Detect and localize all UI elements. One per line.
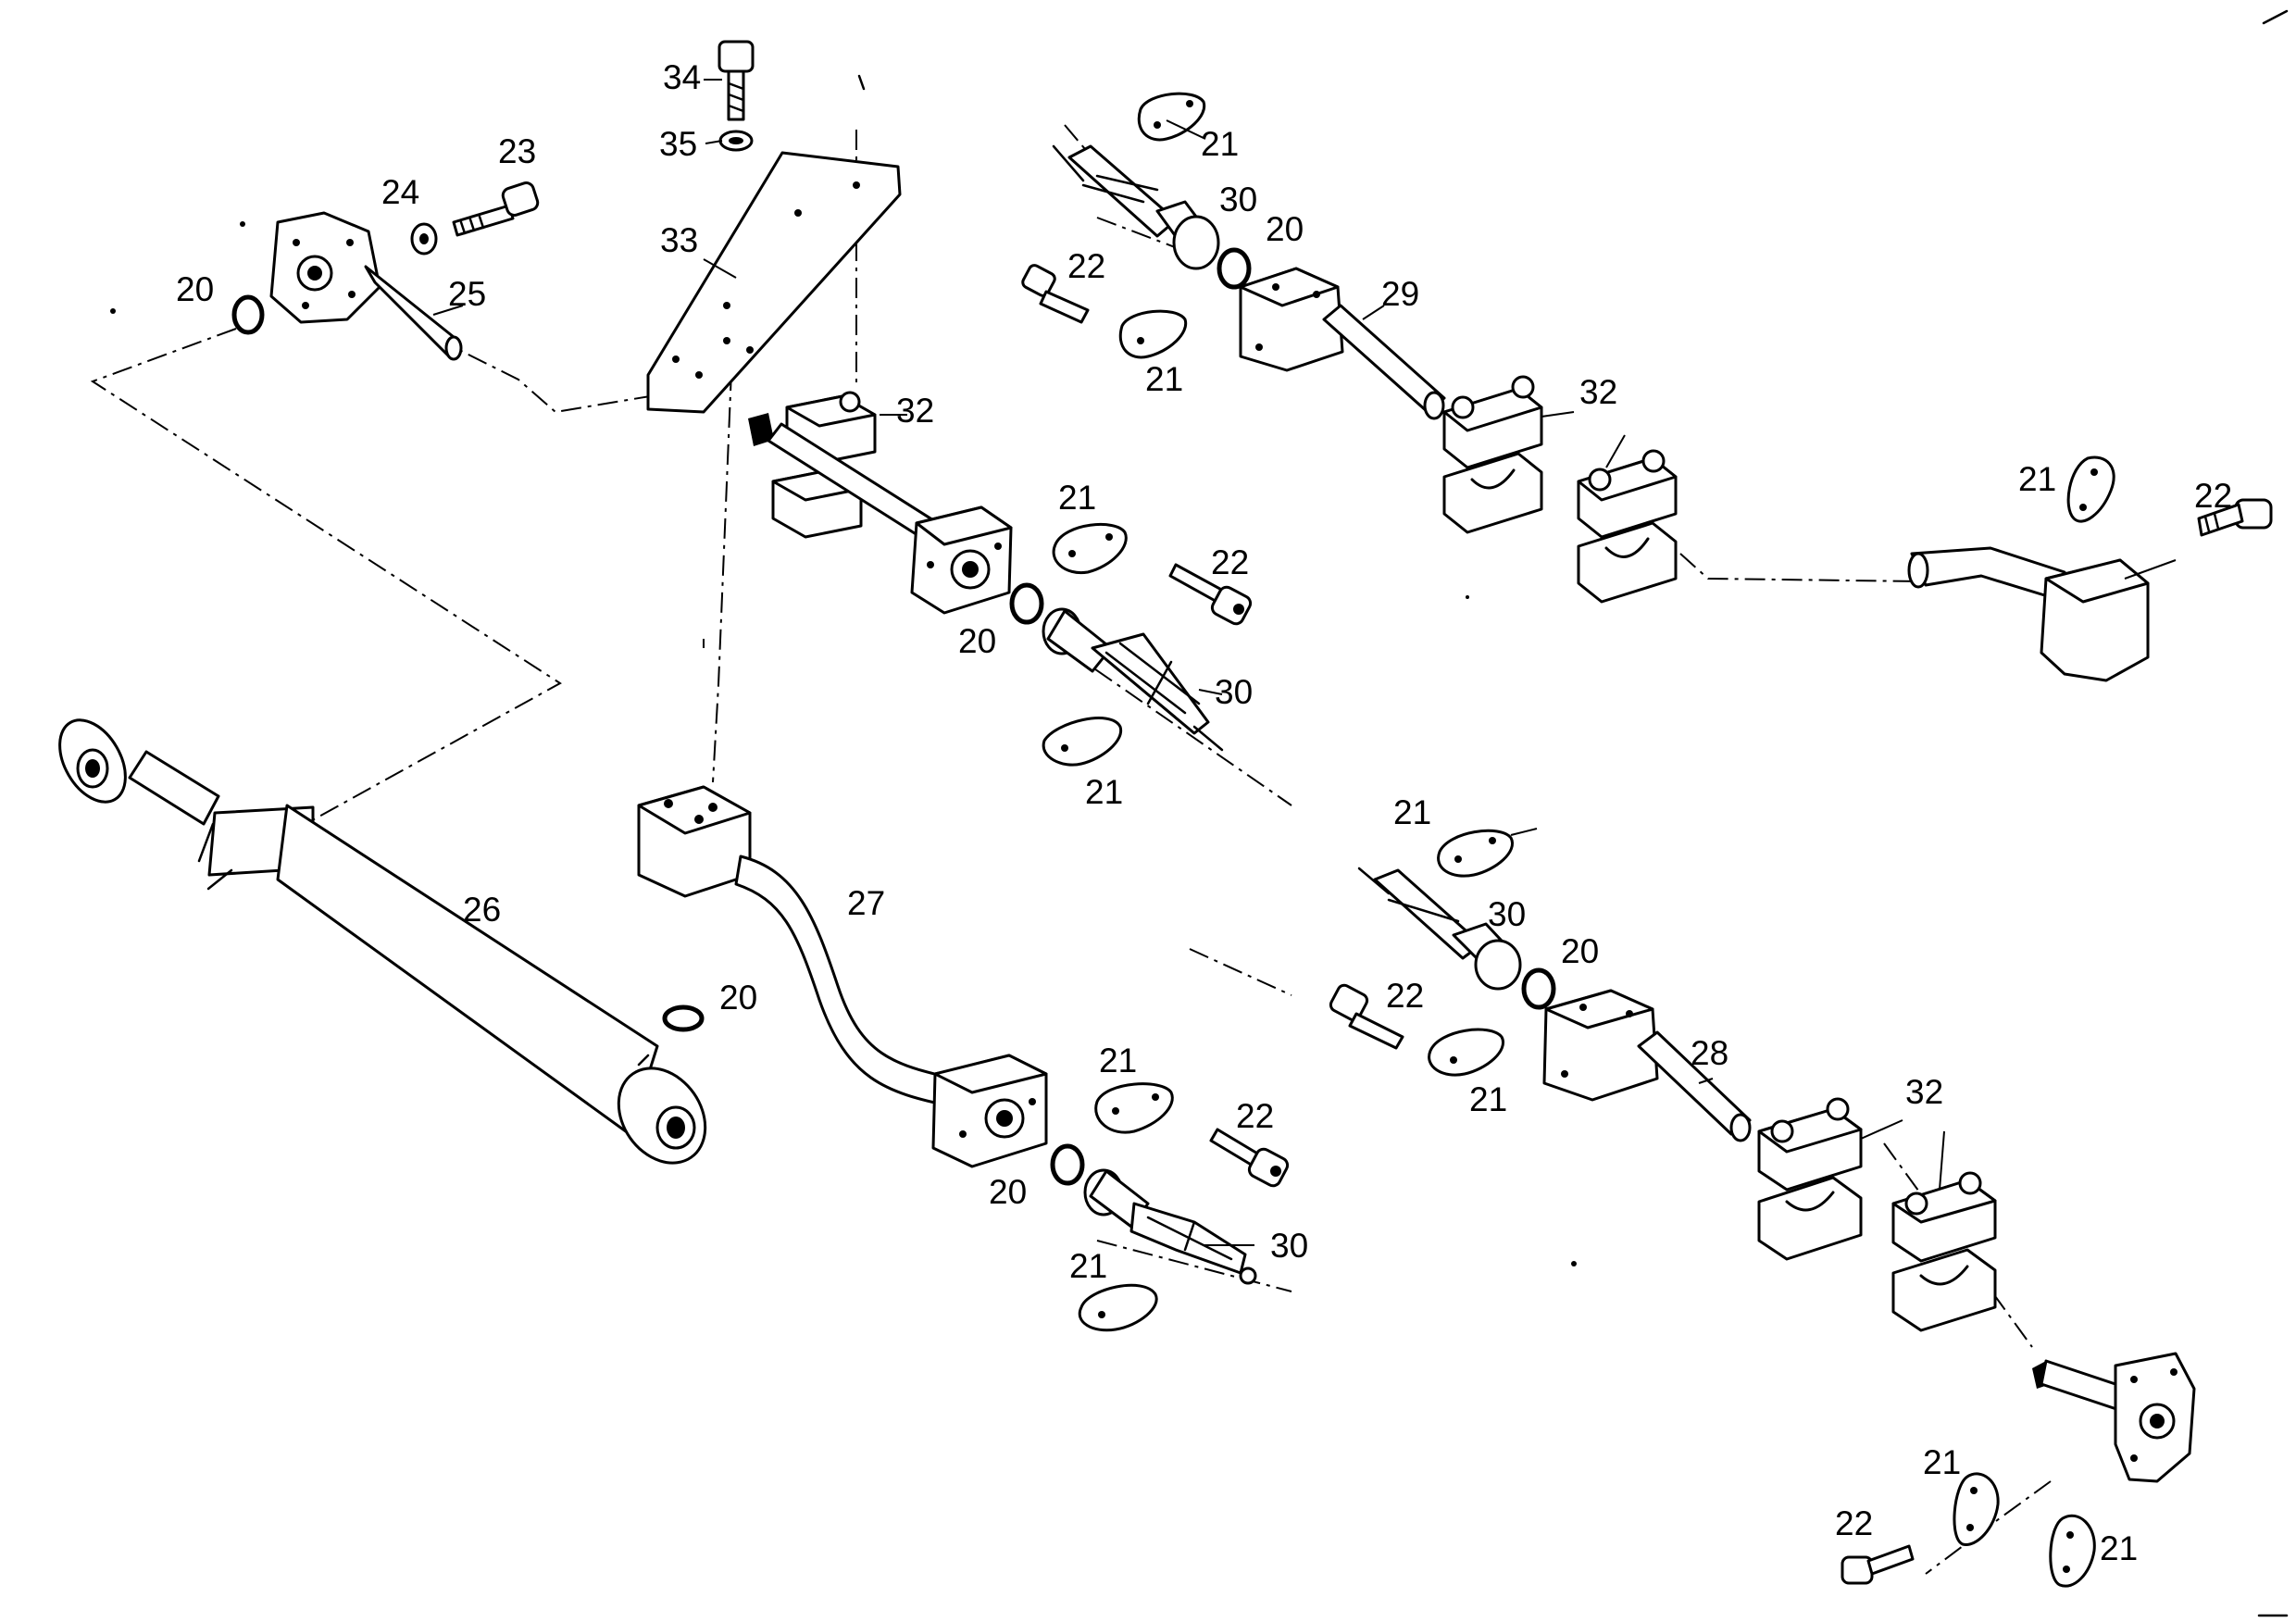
callout-21-k: 21 [2100,1529,2138,1567]
callout-21-a: 21 [1201,125,1239,163]
flange-pipe-32-end [910,505,1013,615]
hydraulic-cylinder-26 [58,718,707,1165]
washer-35 [718,130,754,152]
stray-marks [110,9,2289,1617]
hose-fitting-30-d [1357,867,1522,991]
bent-pipe-27 [637,785,1048,1168]
callout-22-c: 22 [1211,543,1249,581]
flange-pipe-29 [1239,267,1446,420]
callout-21-d: 21 [1058,479,1096,517]
callout-20-f: 20 [1561,932,1599,970]
callout-32-c: 32 [1905,1073,1943,1111]
callout-33: 33 [660,221,698,259]
clamp-half-21-c [2066,455,2115,523]
hose-fitting-30-b [1042,607,1224,752]
clamp-half-21-k [2049,1514,2096,1588]
assembly-lines [90,124,2052,1575]
callout-20-b: 20 [1266,210,1304,248]
callout-21-j: 21 [1923,1443,1961,1481]
callout-22-d: 22 [1236,1097,1274,1135]
screw-22-a [1021,264,1090,324]
screw-22-c [1168,563,1253,626]
callout-22-e: 22 [1386,977,1424,1015]
flange-pipe-end [2032,1352,2196,1483]
callout-30-b: 30 [1215,673,1253,711]
callout-20-e: 20 [989,1173,1027,1211]
clamp-half-21-d [1052,522,1128,575]
cap-screw-34 [718,40,755,121]
flange-pipe-28 [1542,989,1752,1142]
leader-lines [432,79,2177,1246]
pipe-clamp-32-d [1757,1097,1863,1261]
o-ring-20-f [1521,967,1556,1010]
o-ring-20-e [1050,1143,1085,1186]
outlet-pipe-block [1907,546,2150,682]
washer-24 [410,222,438,256]
callout-28: 28 [1691,1034,1728,1072]
screw-22-f [1841,1544,1915,1585]
pipe-clamp-32-a [748,391,950,548]
callout-21-i: 21 [1469,1080,1507,1118]
callout-25: 25 [448,275,486,313]
hose-fitting-30-a [1052,144,1220,270]
clamp-half-21-i [1428,1028,1504,1077]
clamp-half-21-h [1437,829,1514,878]
callout-30-c2: 30 [1488,895,1526,933]
clamp-half-21-a [1137,92,1206,142]
pipe-clamp-32-e [1891,1171,1997,1332]
pipe-clamp-32-c [1577,449,1678,604]
callout-30-c: 30 [1270,1227,1308,1265]
clamp-half-21-g [1078,1283,1158,1332]
callout-32-a: 32 [896,392,934,430]
callout-21-b: 21 [1145,360,1183,398]
screw-22-e [1329,983,1404,1050]
callout-21-f: 21 [1099,1042,1137,1079]
callout-20-a: 20 [176,270,214,308]
pipe-clamp-32-b [1442,375,1543,534]
callout-24: 24 [381,173,419,211]
callout-21-e: 21 [1085,773,1123,811]
mounting-plate-33 [646,151,902,414]
bolt-23 [452,181,540,237]
o-ring-20-a [231,294,265,335]
clamp-half-21-e [1042,717,1123,767]
callout-21-h: 21 [1393,793,1431,831]
clamp-half-21-b [1118,309,1188,359]
screw-22-b [2197,498,2273,537]
clamp-half-21-j [1953,1472,2000,1546]
hose-fitting-30-c [1083,1168,1257,1285]
callout-22-f: 22 [1835,1504,1873,1542]
screw-22-d [1209,1128,1290,1188]
o-ring-20-b [1217,247,1252,290]
callout-20-c: 20 [958,622,996,660]
callout-35: 35 [659,125,697,163]
callout-21-c: 21 [2018,460,2056,498]
flange-pipe-25 [269,211,463,361]
o-ring-20-d [662,1004,705,1032]
callout-21-g: 21 [1069,1247,1107,1285]
callout-34: 34 [663,58,701,96]
callout-20-d: 20 [719,979,757,1017]
callout-22-a: 22 [1067,247,1105,285]
o-ring-20-c [1009,582,1044,625]
callout-22-b: 22 [2194,477,2232,515]
callout-26: 26 [463,891,501,929]
callout-27: 27 [847,884,885,922]
clamp-half-21-f [1094,1082,1174,1134]
callout-labels: 34 35 33 24 23 20 25 32 21 30 20 22 21 2… [176,58,2232,1567]
callout-30-a: 30 [1219,181,1257,218]
callout-32-b: 32 [1579,373,1617,411]
callout-29: 29 [1381,275,1419,313]
callout-23: 23 [498,132,536,170]
